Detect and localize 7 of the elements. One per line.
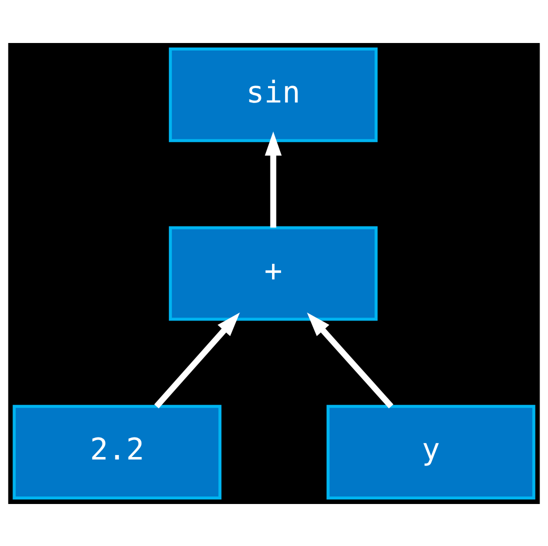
node-box: y [326,404,536,499]
arrow [264,131,282,228]
node-box: sin [168,47,378,142]
node-box: 2.2 [12,404,222,499]
arrow [154,312,240,408]
arrow [306,312,394,408]
node-box: + [168,226,378,320]
